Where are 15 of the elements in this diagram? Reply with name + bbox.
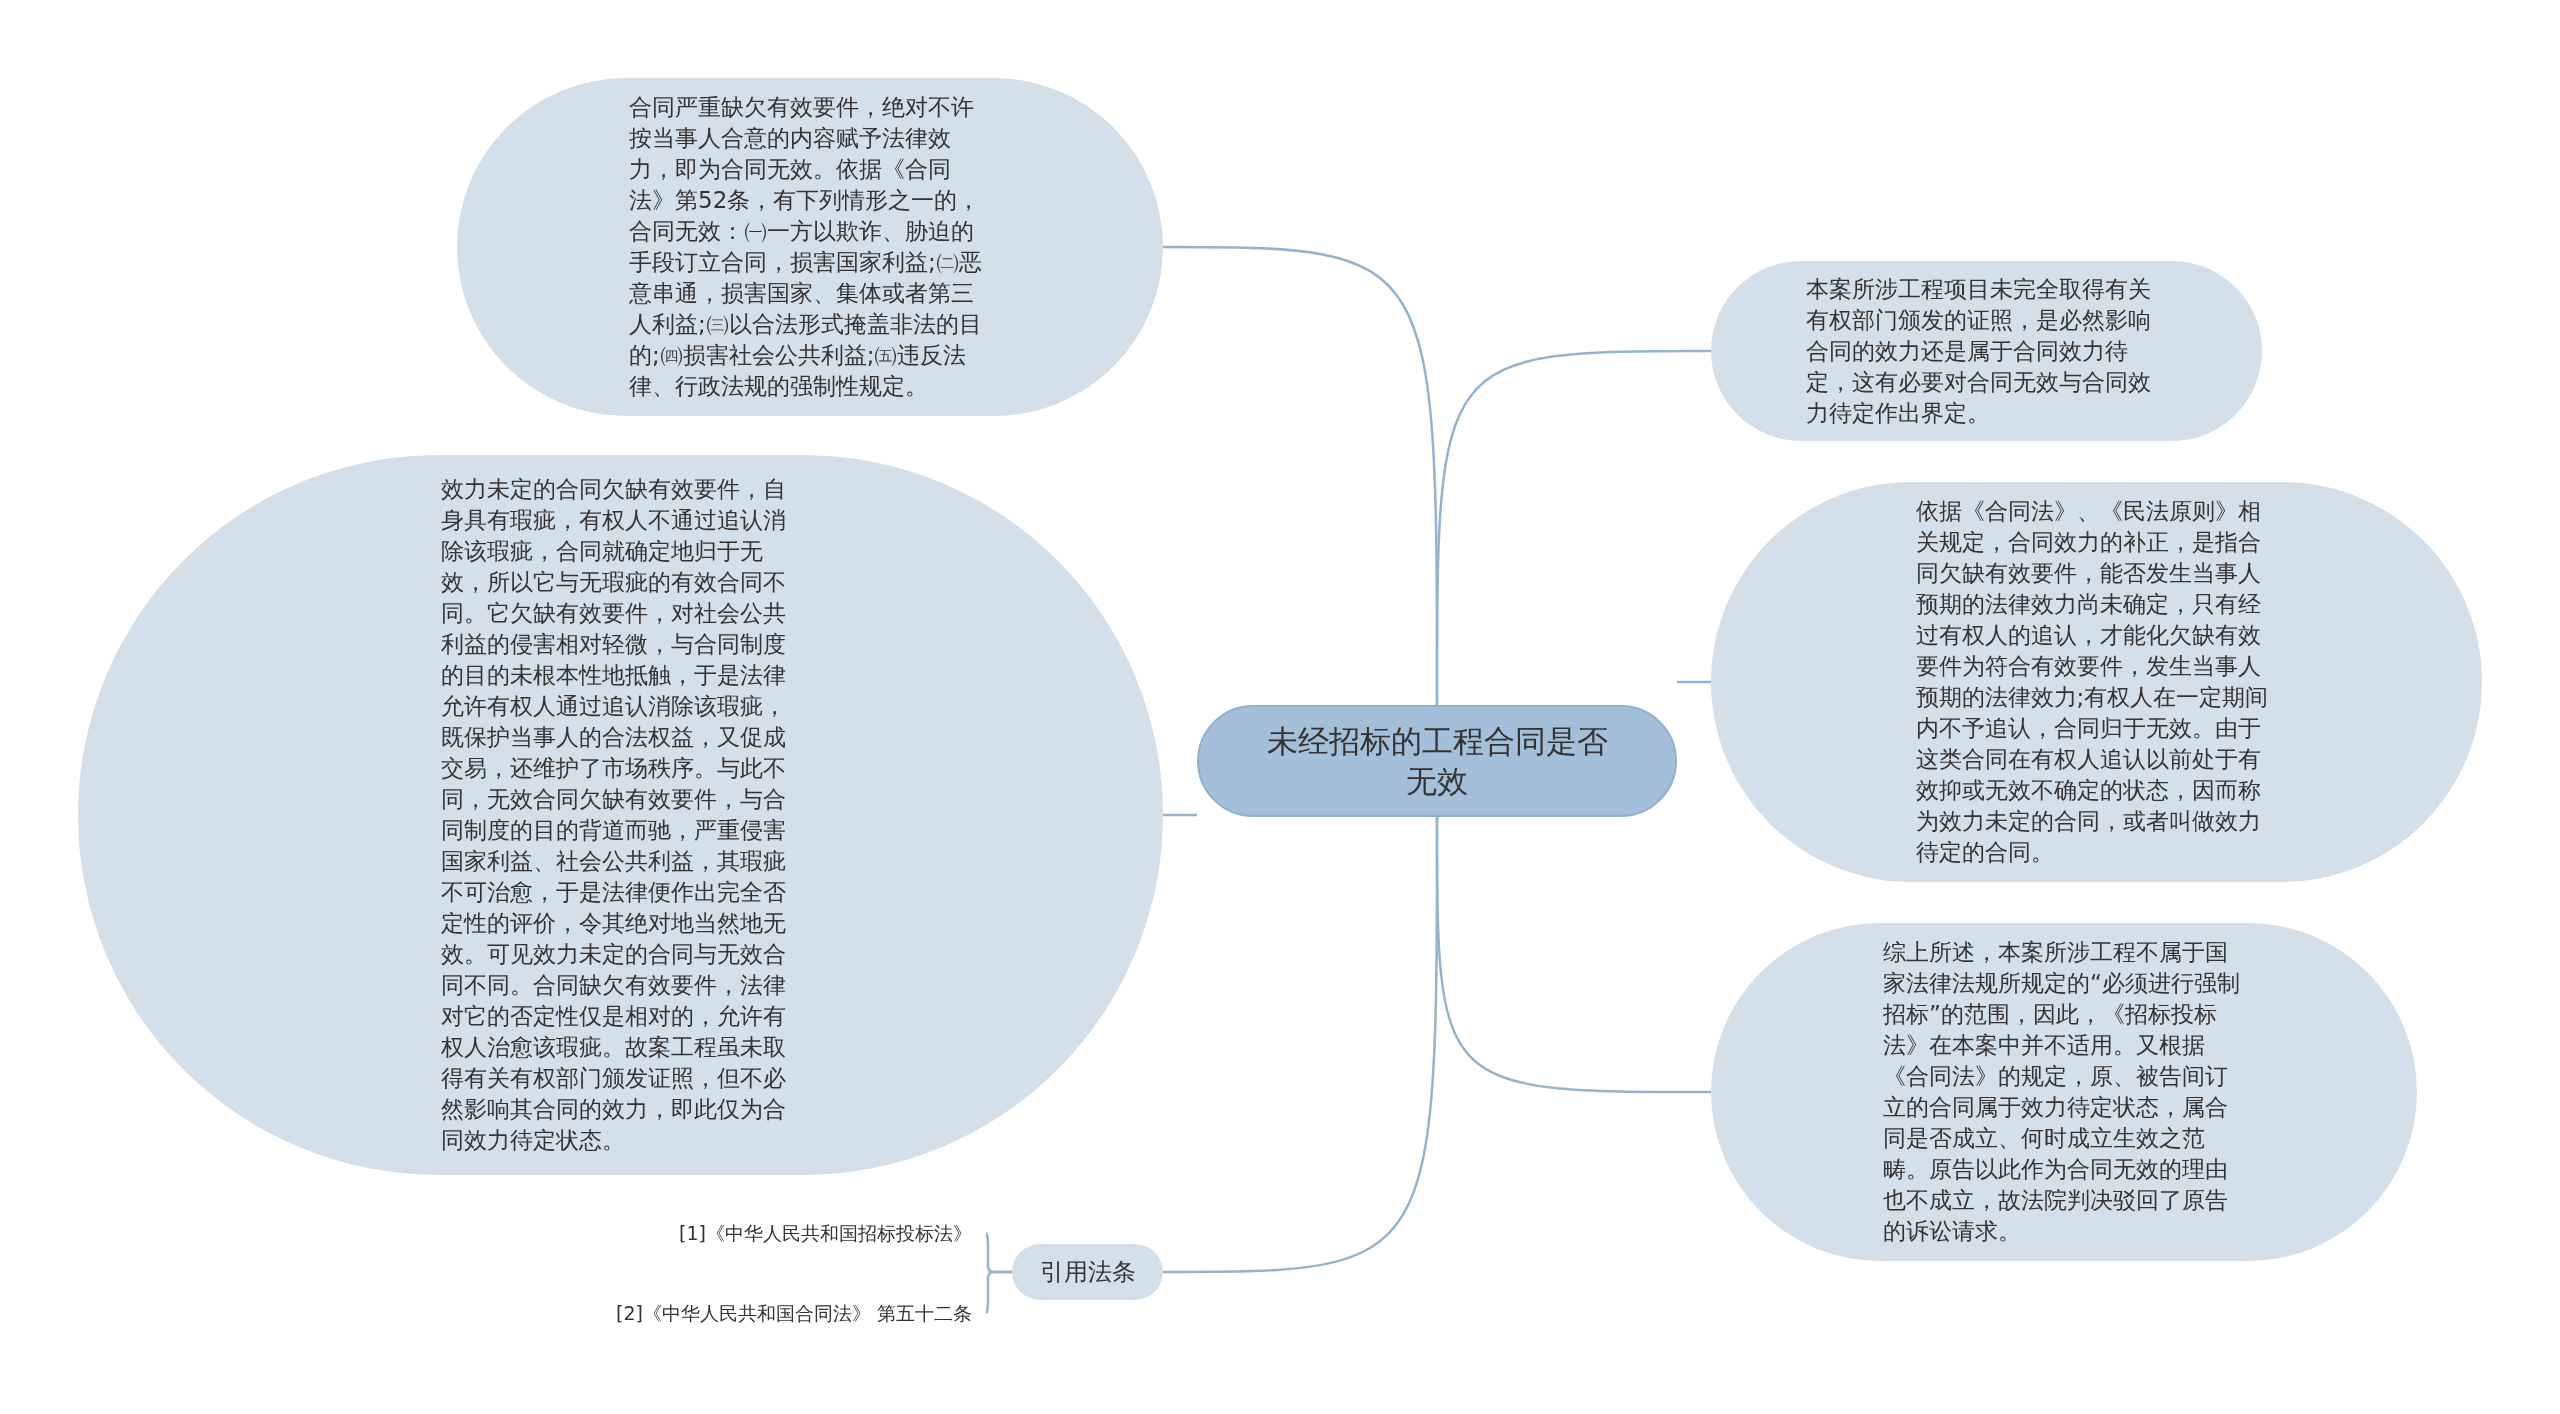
topic-text: 引用法条	[1039, 1257, 1136, 1288]
topic-title: 未经招标的工程合同是否无效	[1265, 722, 1609, 801]
topic-text: 依据《合同法》、《民法原则》相关规定，合同效力的补正，是指合同欠缺有效要件，能否发生当事人预期的法律效力尚未确定，只有经过有权人的追认，才能化欠缺有效要件为符合有效要件，发生当事人预期的法律效力;有权人在一定期间内不予追认，合同归于无效。由于这类合同在有权人追认以前处于有效抑或无效不确定的状态，因而称为效力未定的合同，或者叫做效力待定的合同。	[1915, 497, 2270, 867]
connector-line	[1163, 813, 1197, 817]
topic-text: 合同严重缺欠有效要件，绝对不许按当事人合意的内容赋予法律效力，即为合同无效。依据《合同法》第52条，有下列情形之一的，合同无效：㈠一方以欺诈、胁迫的手段订立合同，损害国家利益;㈡恶意串通，损害国家、集体或者第三人利益;㈢以合法形式掩盖非法的目的;㈣损害社会公共利益;㈤违反法律、行政法规的强制性规定。	[629, 93, 983, 401]
reference-text: [1]《中华人民共和国招标投标法》	[679, 1221, 972, 1245]
connector-line	[1677, 680, 1711, 684]
topic-text: 效力未定的合同欠缺有效要件，自身具有瑕疵，有权人不通过追认消除该瑕疵，合同就确定地归于无效，所以它与无瑕疵的有效合同不同。它欠缺有效要件，对社会公共利益的侵害相对轻微，与合同制度的目的未根本性地抵触，于是法律允许有权人通过追认消除该瑕疵，既保护当事人的合法权益，又促成交易，还维护了市场秩序。与此不同，无效合同欠缺有效要件，与合同制度的目的背道而驰，严重侵害国家利益、社会公共利益，其瑕疵不可治愈，于是法律便作出完全否定性的评价，令其绝对地当然地无效。可见效力未定的合同与无效合同不同。合同缺欠有效要件，法律对它的否定性仅是相对的，允许有权人治愈该瑕疵。故案工程虽未取得有关有权部门颁发证照，但不必然影响其合同的效力，即此仅为合同效力待定状态。	[440, 475, 787, 1155]
connector-line	[1435, 817, 1711, 1094]
topic-text: 本案所涉工程项目未完全取得有关有权部门颁发的证照，是必然影响合同的效力还是属于合同效力待定，这有必要对合同无效与合同效力待定作出界定。	[1805, 274, 2152, 428]
topic-text: 综上所述，本案所涉工程不属于国家法律法规所规定的“必须进行强制招标”的范围，因此，《招标投标法》在本案中并不适用。又根据《合同法》的规定，原、被告间订立的合同属于效力待定状态，属合同是否成立、何时成立生效之范畴。原告以此作为合同无效的理由也不成立，故法院判决驳回了原告的诉讼请求。	[1883, 938, 2241, 1246]
connector-line	[1435, 349, 1711, 705]
connector-line	[984, 1270, 1012, 1314]
reference-text: [2]《中华人民共和国合同法》 第五十二条	[616, 1301, 972, 1325]
topic-bubble	[1012, 1244, 1163, 1300]
